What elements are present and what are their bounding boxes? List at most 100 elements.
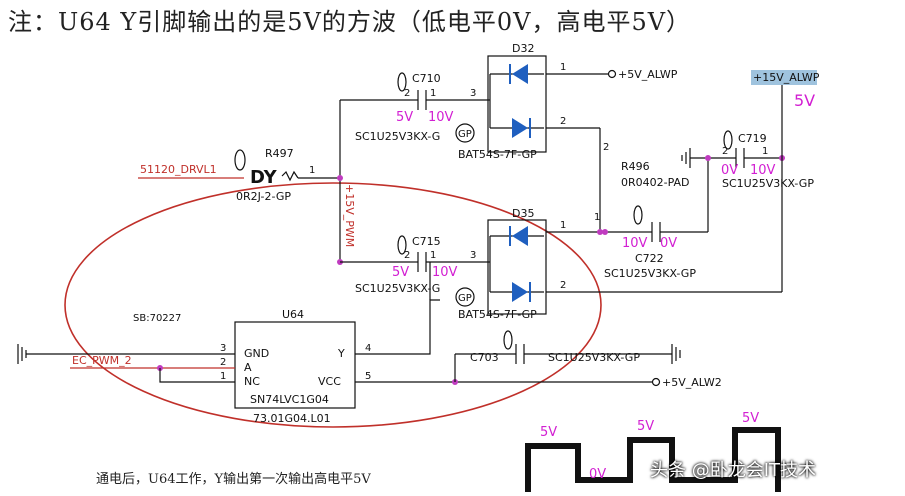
d32-lower-diode-icon — [512, 118, 528, 138]
d35-ref: D35 — [512, 207, 534, 220]
watermark: 头条 @卧龙会IT技术 — [650, 460, 817, 481]
c710-capacitor: C710 2 1 5V 10V SC1U25V3KX-G 3 — [340, 72, 490, 143]
c710-left-voltage: 5V — [396, 110, 413, 125]
c703-value: SC1U25V3KX-GP — [548, 351, 640, 364]
d32-pin3: 3 — [470, 88, 476, 99]
d32-terminal — [607, 69, 617, 79]
probe-marker-icon — [503, 330, 513, 350]
d35-pin2: 2 — [560, 280, 566, 291]
c715-left-voltage: 5V — [392, 265, 409, 280]
r496-pin2: 2 — [603, 142, 609, 153]
d32-value: BAT54S-7F-GP — [458, 148, 537, 161]
ec-pwm-net-label: EC_PWM_2 — [72, 354, 132, 367]
junction-dot — [602, 229, 608, 235]
r496-value: 0R0402-PAD — [621, 176, 690, 189]
d32-ref: D32 — [512, 42, 534, 55]
d35-pin1: 1 — [560, 220, 566, 231]
square-waveform: 5V 0V 5V 5V — [525, 411, 781, 492]
u64-part: SN74LVC1G04 — [250, 393, 329, 406]
c710-right-voltage: 10V — [428, 110, 454, 125]
c715-ref: C715 — [412, 235, 441, 248]
c715-capacitor: C715 2 1 5V 10V SC1U25V3KX-G 3 — [340, 235, 490, 295]
r496-pin1: 1 — [594, 212, 600, 223]
u64-pin-vcc: VCC — [318, 375, 341, 388]
c719-pin1: 1 — [762, 146, 768, 157]
c715-pin2: 2 — [404, 250, 410, 261]
d32-body — [487, 55, 547, 153]
u64-pin-nc: NC — [244, 375, 260, 388]
probe-marker-icon — [723, 130, 733, 150]
u64-code: 73.01G04.L01 — [253, 412, 331, 425]
r497-ref: R497 — [265, 147, 294, 160]
r497-dy-mark: DY — [250, 167, 278, 188]
r497-zigzag — [281, 170, 299, 182]
d35-body — [487, 219, 547, 315]
junction-dot — [597, 229, 603, 235]
gp-mark-icon — [455, 123, 475, 143]
waveform-level-3: 5V — [637, 419, 654, 434]
r496-ref: R496 — [621, 160, 650, 173]
probe-marker-icon — [633, 205, 643, 225]
r497-pin: 1 — [309, 165, 315, 176]
r496-resistor: 2 1 R496 0R0402-PAD — [594, 128, 690, 232]
d35-diode: D35 1 2 GP BAT54S-7F-GP — [455, 207, 782, 321]
d35-gp-mark: GP — [458, 293, 472, 304]
c710-ref: C710 — [412, 72, 441, 85]
d35-value: BAT54S-7F-GP — [458, 308, 537, 321]
c722-capacitor: 10V 0V C722 SC1U25V3KX-GP — [604, 158, 709, 280]
c710-pin2: 2 — [404, 88, 410, 99]
c719-capacitor: C719 2 1 0V 10V SC1U25V3KX-GP — [681, 130, 814, 190]
waveform-level-1: 5V — [540, 425, 557, 440]
u64-body — [234, 321, 356, 409]
d32-pin2: 2 — [560, 116, 566, 127]
u64-inverter: U64 GND A NC Y VCC SN74LVC1G04 73.01G04.… — [220, 308, 371, 425]
u64-pin-num-a: 2 — [220, 357, 226, 368]
c715-right-voltage: 10V — [432, 265, 458, 280]
caption-text: 通电后，U64工作，Y输出第一次输出高电平5V — [96, 472, 371, 487]
c719-ref: C719 — [738, 132, 767, 145]
sb-label: SB:70227 — [133, 313, 181, 324]
d35-lower-diode-icon — [512, 282, 528, 302]
probe-marker-icon — [397, 72, 407, 92]
junction-dot — [337, 175, 343, 181]
d32-pin1: 1 — [560, 62, 566, 73]
c719-left-voltage: 0V — [721, 163, 738, 178]
alwp15-highlight — [751, 70, 817, 85]
c722-left-voltage: 10V — [622, 236, 648, 251]
c710-value: SC1U25V3KX-G — [355, 130, 440, 143]
page-title: 注：U64 Y引脚输出的是5V的方波（低电平0V，高电平5V） — [8, 8, 692, 36]
probe-marker-icon — [397, 235, 407, 255]
highlight-ellipse — [64, 182, 602, 428]
c719-right-voltage: 10V — [750, 163, 776, 178]
r497-value: 0R2J-2-GP — [236, 190, 291, 203]
d35-upper-diode-icon — [512, 226, 528, 246]
waveform-level-4: 5V — [742, 411, 759, 426]
d32-upper-diode-icon — [512, 64, 528, 84]
c715-pin1: 1 — [430, 250, 436, 261]
alwp15-net-label: +15V_ALWP — [753, 71, 820, 84]
y-output-wire — [355, 299, 440, 355]
c703-capacitor: C703 SC1U25V3KX-GP — [454, 330, 681, 382]
alw2-terminal — [651, 377, 661, 387]
nc-wire — [159, 368, 235, 383]
u64-pin-y: Y — [337, 347, 345, 360]
c722-right-voltage: 0V — [660, 236, 677, 251]
waveform-trace — [525, 427, 781, 492]
junction-dot — [705, 155, 711, 161]
u64-pin-num-vcc: 5 — [365, 371, 371, 382]
c715-value: SC1U25V3KX-G — [355, 282, 440, 295]
alwp5-net-label: +5V_ALWP — [618, 68, 678, 81]
drvl-net-label: 51120_DRVL1 — [140, 163, 217, 176]
c703-ref: C703 — [470, 351, 499, 364]
pwm-net-label: +15V_PWM — [343, 184, 356, 247]
waveform-level-2: 0V — [589, 467, 606, 482]
alw2-net-label: +5V_ALW2 — [662, 376, 722, 389]
d32-gp-mark: GP — [458, 129, 472, 140]
u64-pin-num-y: 4 — [365, 343, 371, 354]
c722-ref: C722 — [635, 252, 664, 265]
d35-pin3: 3 — [470, 250, 476, 261]
gp-mark-icon — [455, 287, 475, 307]
probe-marker-icon — [234, 149, 246, 171]
u64-ref: U64 — [282, 308, 304, 321]
